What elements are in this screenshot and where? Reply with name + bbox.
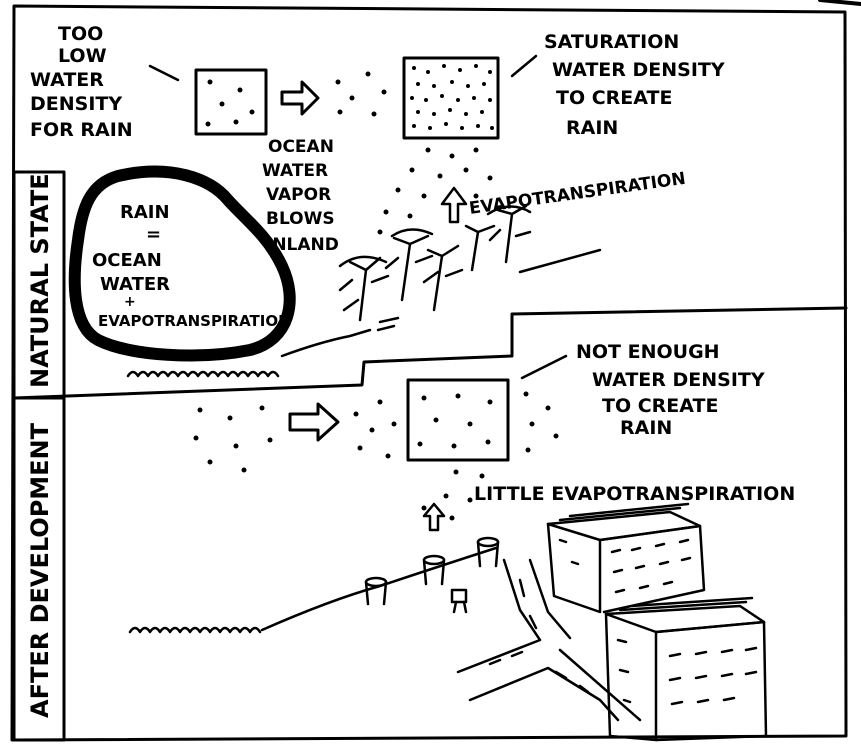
not-enough-note: NOT ENOUGH WATER DENSITY TO CREATE RAIN bbox=[576, 341, 771, 439]
evapotranspiration-arrow bbox=[440, 186, 468, 224]
wind-arrow-development bbox=[288, 402, 340, 442]
vapor-dots-development-middle bbox=[353, 399, 397, 459]
tower-structures bbox=[364, 536, 500, 614]
saturation-note: SATURATION WATER DENSITY TO CREATE RAIN bbox=[544, 31, 731, 139]
section-divider bbox=[12, 306, 848, 400]
building-lower bbox=[604, 596, 768, 742]
vapor-dots-development-left bbox=[193, 405, 273, 473]
saturation-pointer bbox=[510, 54, 538, 78]
low-density-cloud bbox=[194, 68, 268, 136]
natural-state-label: NATURAL STATE bbox=[26, 173, 54, 388]
rain-equation-text: RAIN = OCEAN WATER + EVAPOTRANSPIRATION bbox=[92, 202, 291, 330]
ocean-wave-development bbox=[128, 626, 262, 634]
little-evapotranspiration-label: LITTLE EVAPOTRANSPIRATION bbox=[474, 483, 795, 505]
vapor-dots-natural bbox=[335, 71, 387, 117]
little-evapotranspiration-arrow bbox=[422, 502, 446, 532]
after-development-label: AFTER DEVELOPMENT bbox=[26, 422, 54, 718]
vapor-dots-development-right bbox=[523, 391, 559, 453]
not-enough-pointer bbox=[520, 354, 568, 380]
low-density-pointer bbox=[148, 64, 180, 82]
ocean-wave-natural bbox=[126, 370, 280, 378]
low-density-note: TOO LOW WATER DENSITY FOR RAIN bbox=[30, 23, 133, 141]
wind-arrow-natural bbox=[280, 80, 320, 116]
vapor-dots-development-below bbox=[421, 469, 485, 521]
rain-equation-blob bbox=[68, 165, 296, 362]
low-density-cloud-development bbox=[406, 378, 510, 462]
saturated-cloud bbox=[402, 56, 500, 140]
after-development-label-box: AFTER DEVELOPMENT bbox=[12, 396, 66, 742]
vapor-note: OCEAN WATER VAPOR BLOWS INLAND bbox=[262, 137, 341, 255]
forest-illustration bbox=[338, 204, 602, 332]
natural-state-label-box: NATURAL STATE bbox=[12, 170, 66, 400]
natural-ground-line bbox=[280, 328, 372, 358]
rising-vapor-dots bbox=[377, 147, 493, 235]
road-network bbox=[456, 558, 642, 722]
building-upper bbox=[546, 502, 706, 614]
